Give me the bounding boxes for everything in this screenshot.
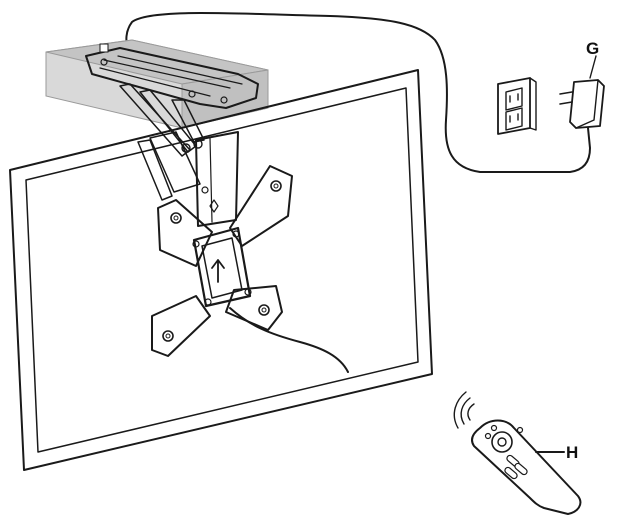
- wireless-signal-icon: [453, 391, 475, 429]
- callout-h-label: H: [566, 443, 578, 462]
- tv-screen: [9, 69, 433, 471]
- mount-pole: [195, 131, 239, 227]
- vesa-bracket: [151, 165, 293, 357]
- callout-g-label: G: [586, 39, 599, 58]
- wall-outlet-icon: [497, 77, 537, 135]
- power-adapter-icon: [559, 55, 605, 129]
- tv-cable: [229, 307, 349, 373]
- remote-control-icon: [471, 419, 582, 515]
